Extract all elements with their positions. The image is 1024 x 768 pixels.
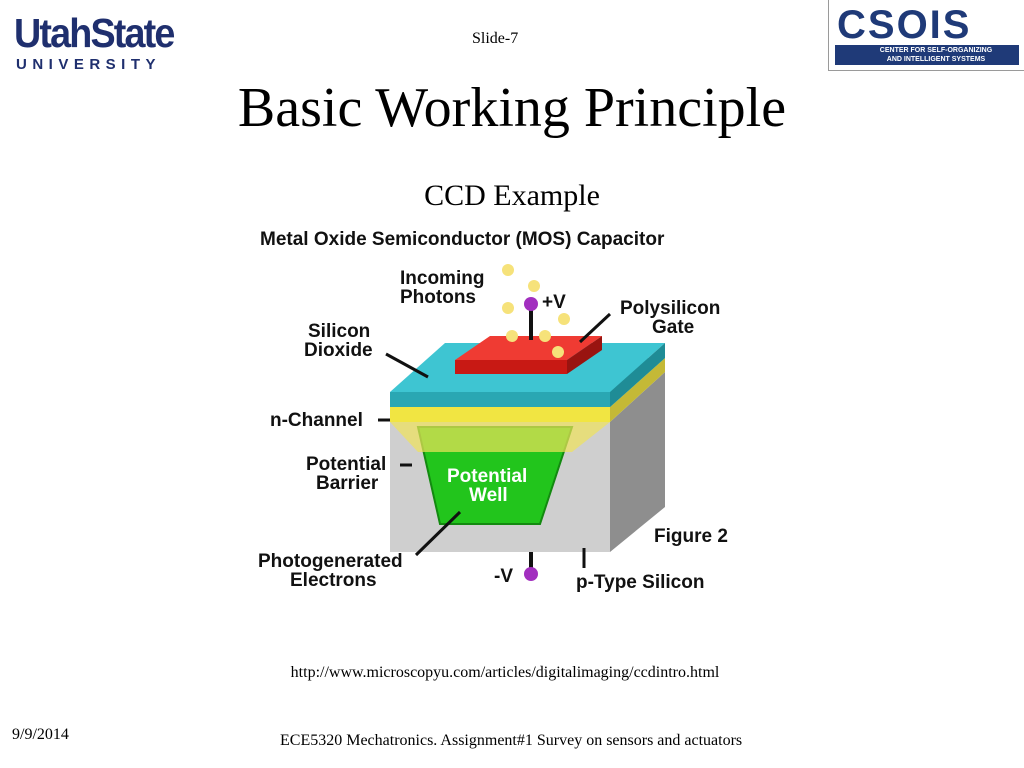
label-silicon-dioxide-2: Dioxide [304,340,373,361]
oxide-side [610,343,665,407]
footer-text: ECE5320 Mechatronics. Assignment#1 Surve… [280,732,743,749]
label-potential-barrier-2: Barrier [316,473,379,494]
photon [552,346,564,358]
slide-subtitle: CCD Example [424,179,600,212]
photon [502,302,514,314]
slide-number: Slide-7 [472,30,519,47]
label-n-channel: n-Channel [270,410,363,431]
csois-logo: CSOIS CENTER FOR SELF-ORGANIZING AND INT… [828,0,1024,71]
gate-front [455,360,567,374]
csois-band [835,45,1019,65]
leader-electrons [414,510,462,557]
photon [558,313,570,325]
label-figure: Figure 2 [654,526,728,547]
label-incoming-photons-1: Incoming [400,268,484,289]
n-channel-inner [390,422,610,452]
photon [528,280,540,292]
logo-wordmark: UtahState [14,10,175,56]
utah-state-logo: UtahState UNIVERSITY [14,10,200,73]
csois-tagline-1: CENTER FOR SELF-ORGANIZING [879,47,993,54]
n-channel-side [610,358,665,422]
label-potential-well-1: Potential [447,466,527,487]
label-p-type-silicon: p-Type Silicon [576,572,704,593]
plus-v-terminal [524,297,538,311]
mos-capacitor-diagram: Metal Oxide Semiconductor (MOS) Capacito… [258,229,728,593]
label-minus-v: -V [494,566,513,587]
substrate-side [610,372,665,552]
gate-top [455,336,602,360]
label-potential-well-2: Well [469,485,508,506]
label-photogenerated-electrons-2: Electrons [290,570,377,591]
photon [539,330,551,342]
csois-wordmark: CSOIS [837,3,972,47]
minus-v-terminal [524,567,538,581]
photon [506,330,518,342]
logo-subtitle: UNIVERSITY [16,56,162,73]
label-polysilicon-gate-1: Polysilicon [620,298,720,319]
slide-date: 9/9/2014 [12,726,69,743]
gate-side [567,336,602,374]
diagram-heading: Metal Oxide Semiconductor (MOS) Capacito… [260,229,665,250]
label-photogenerated-electrons-1: Photogenerated [258,551,403,572]
label-incoming-photons-2: Photons [400,287,476,308]
label-plus-v: +V [542,292,566,313]
label-potential-barrier-1: Potential [306,454,386,475]
oxide-front [390,392,610,407]
label-polysilicon-gate-2: Gate [652,317,694,338]
n-channel-front [390,407,610,422]
page-title: Basic Working Principle [237,77,787,139]
leader-oxide [385,352,429,379]
label-silicon-dioxide-1: Silicon [308,321,370,342]
source-url: http://www.microscopyu.com/articles/digi… [290,664,720,681]
photon [502,264,514,276]
csois-tagline-2: AND INTELLIGENT SYSTEMS [886,56,986,63]
leader-gate [578,312,612,344]
